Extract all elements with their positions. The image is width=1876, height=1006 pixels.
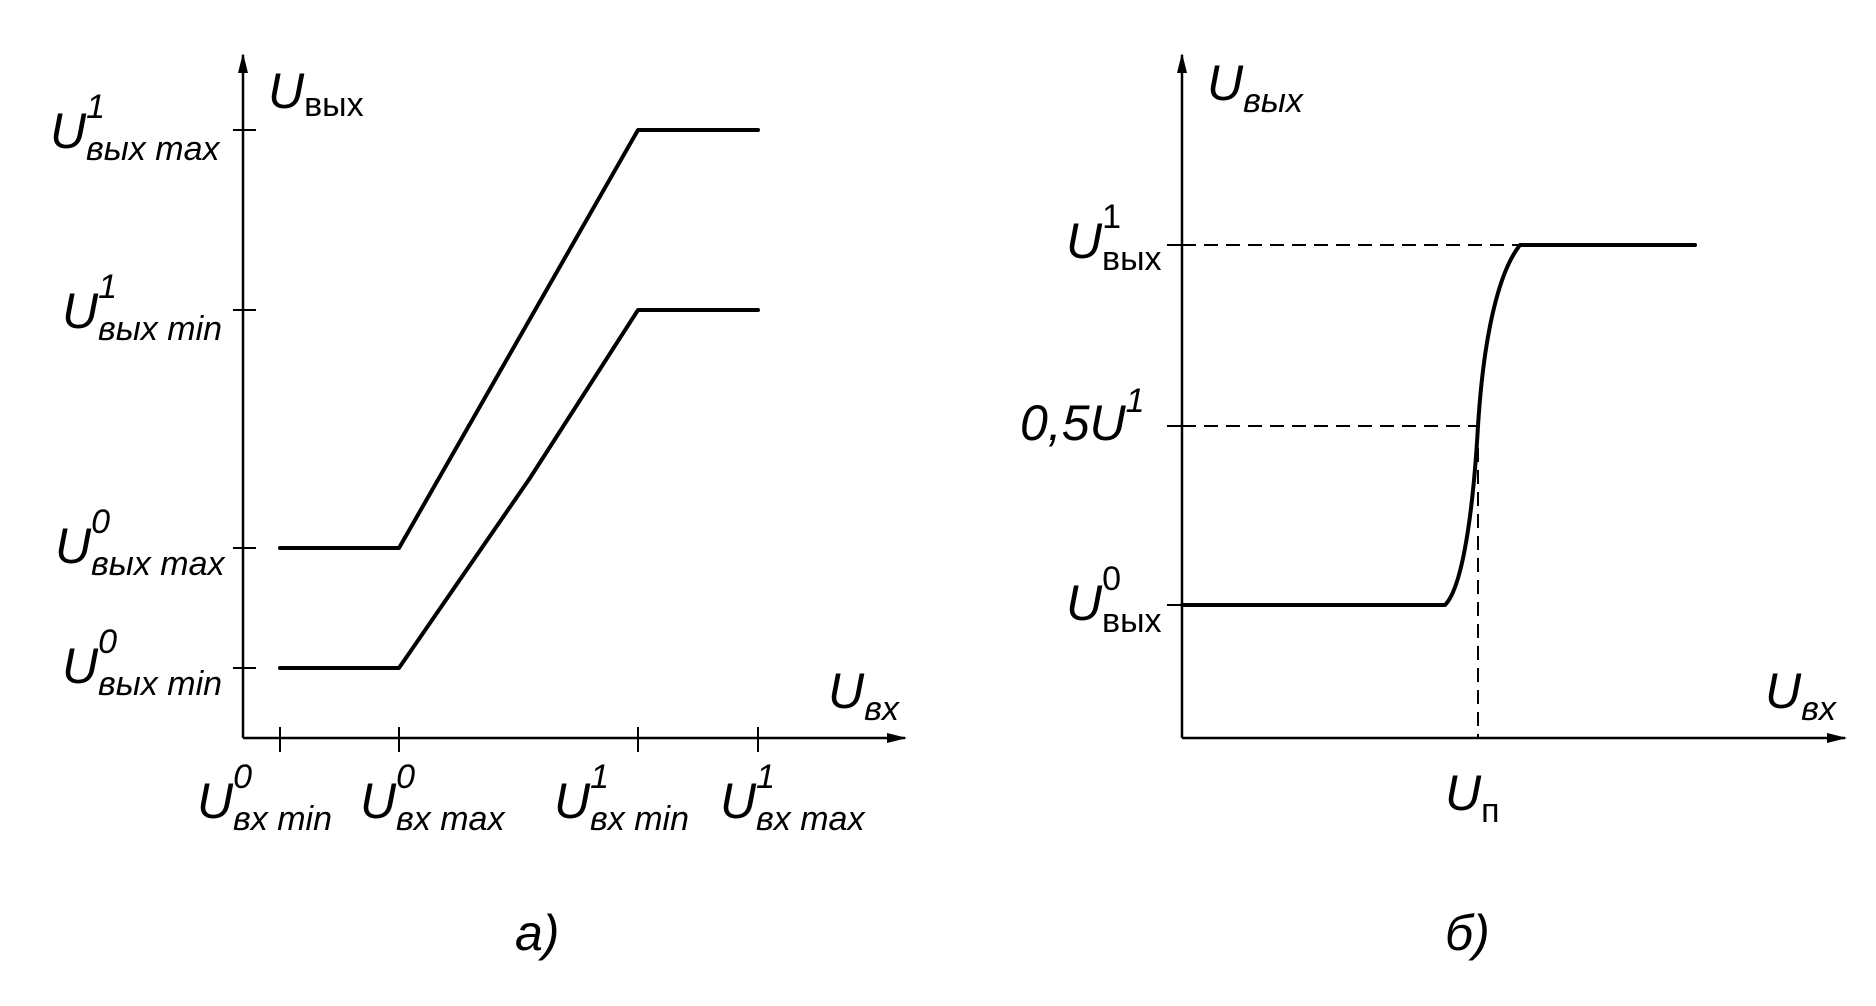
panel-b-y-label-half: 0,5U1	[1020, 382, 1145, 451]
panel-a-lower-curve	[278, 308, 760, 670]
panel-a-x-axis-label: Uвх	[828, 663, 900, 728]
panel-b-transfer-curve	[1180, 243, 1697, 607]
panel-b-caption: б)	[1445, 905, 1490, 961]
panel-b-x-label-threshold: Uп	[1445, 765, 1500, 830]
panel-a-y-axis-label: Uвых	[268, 63, 364, 124]
panel-a-upper-curve	[278, 128, 760, 550]
panel-b-x-axis-label: Uвх	[1765, 663, 1837, 728]
panel-a-caption: а)	[515, 905, 559, 961]
panel-b-y-axis-label: Uвых	[1207, 55, 1304, 120]
